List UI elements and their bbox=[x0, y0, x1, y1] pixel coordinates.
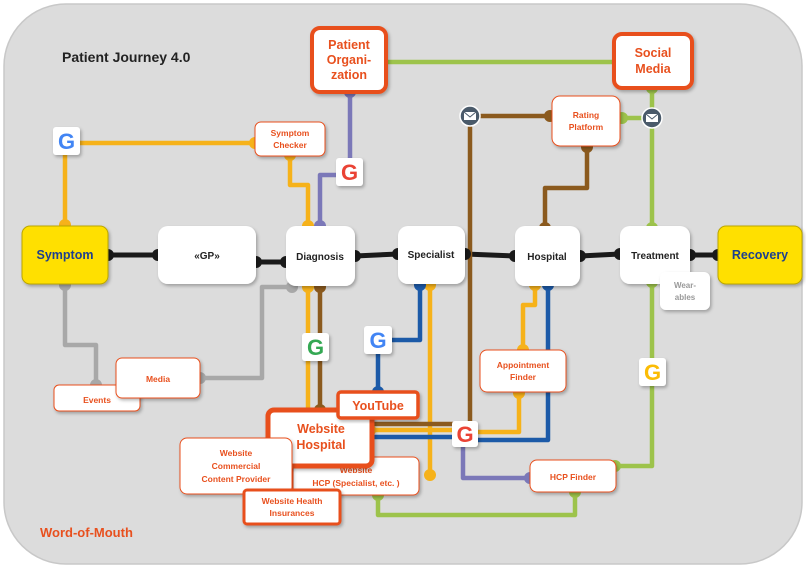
hcp-finder-box[interactable]: HCP Finder bbox=[529, 459, 617, 493]
specialist-node[interactable]: Specialist bbox=[398, 226, 465, 284]
media-gray-line bbox=[197, 284, 295, 381]
wearables-line1: Wear- bbox=[674, 281, 696, 290]
hospital-label: Hospital bbox=[527, 252, 567, 263]
google-icon[interactable]: G bbox=[53, 127, 80, 155]
connection-lines bbox=[62, 59, 721, 518]
channel-nodes: Patient Organi- zation Social Media Symp… bbox=[53, 26, 710, 526]
main-journey-line bbox=[105, 251, 721, 265]
media-label: Media bbox=[146, 374, 170, 384]
email-icon[interactable] bbox=[459, 105, 481, 127]
social-media-box[interactable]: Social Media bbox=[612, 32, 694, 90]
svg-text:G: G bbox=[644, 360, 661, 385]
youtube-label: YouTube bbox=[352, 399, 404, 413]
diagnosis-label: Diagnosis bbox=[296, 252, 344, 263]
youtube-box[interactable]: YouTube bbox=[336, 390, 420, 420]
social-media-line2: Media bbox=[635, 62, 671, 76]
rating-platform-line1: Rating bbox=[573, 110, 599, 120]
symptom-checker-box[interactable]: Symptom Checker bbox=[254, 121, 326, 157]
social-media-line1: Social bbox=[635, 46, 672, 60]
hcp-finder-purple-line bbox=[460, 442, 533, 481]
appointment-finder-yellow-line bbox=[520, 282, 538, 353]
website-commercial-box[interactable]: Website Commercial Content Provider bbox=[179, 437, 293, 495]
recovery-label: Recovery bbox=[732, 248, 788, 262]
recovery-node[interactable]: Recovery bbox=[717, 225, 803, 285]
email-icons bbox=[459, 105, 663, 129]
website-hospital-line2: Hospital bbox=[296, 438, 345, 452]
website-commercial-line1: Website bbox=[220, 448, 253, 458]
media-box[interactable]: Media bbox=[115, 357, 201, 399]
gp-node[interactable]: «GP» bbox=[158, 226, 256, 284]
website-health-insurances-box[interactable]: Website Health Insurances bbox=[242, 488, 342, 526]
appointment-finder-box[interactable]: Appointment Finder bbox=[479, 349, 567, 393]
wearables-line2: ables bbox=[675, 293, 696, 302]
google-icon[interactable]: G bbox=[452, 421, 478, 447]
hospital-node[interactable]: Hospital bbox=[515, 226, 580, 286]
website-hcp-line1: Website bbox=[340, 465, 373, 475]
svg-text:G: G bbox=[456, 422, 473, 447]
hcp-finder-label: HCP Finder bbox=[550, 472, 597, 482]
symptom-checker-line1: Symptom bbox=[271, 128, 310, 138]
treatment-label: Treatment bbox=[631, 251, 679, 262]
website-commercial-line2: Commercial bbox=[212, 461, 261, 471]
journey-nodes: Symptom «GP» Diagnosis Specialist Hospit… bbox=[21, 225, 803, 286]
diagnosis-node[interactable]: Diagnosis bbox=[286, 226, 355, 286]
website-health-line1: Website Health bbox=[262, 496, 323, 506]
svg-text:G: G bbox=[369, 328, 386, 353]
diagnosis-purple-line bbox=[317, 172, 341, 229]
google-icon[interactable]: G bbox=[364, 326, 392, 354]
hospital-rating-brown-line bbox=[542, 144, 590, 231]
patient-org-line3: zation bbox=[331, 68, 367, 82]
symptom-checker-line2: Checker bbox=[273, 140, 307, 150]
patient-organization-box[interactable]: Patient Organi- zation bbox=[310, 26, 388, 94]
patient-org-line1: Patient bbox=[328, 38, 371, 52]
website-health-line2: Insurances bbox=[270, 508, 315, 518]
svg-text:G: G bbox=[58, 129, 75, 154]
google-icons: G G G G G G bbox=[53, 127, 666, 447]
diagram-title: Patient Journey 4.0 bbox=[62, 49, 191, 65]
appointment-finder-line2: Finder bbox=[510, 372, 537, 382]
svg-text:G: G bbox=[307, 335, 324, 360]
events-label: Events bbox=[83, 395, 111, 405]
symptom-label: Symptom bbox=[37, 248, 94, 262]
website-commercial-line3: Content Provider bbox=[202, 474, 272, 484]
appointment-google-yellow-line bbox=[472, 390, 522, 435]
wearables-green-line bbox=[612, 279, 655, 469]
symptom-checker-yellow-line bbox=[287, 152, 311, 229]
symptom-node[interactable]: Symptom bbox=[21, 225, 109, 285]
google-icon[interactable]: G bbox=[639, 358, 666, 386]
appointment-finder-line1: Appointment bbox=[497, 360, 550, 370]
rating-platform-line2: Platform bbox=[569, 122, 604, 132]
events-gray-line bbox=[62, 282, 99, 388]
word-of-mouth-label: Word-of-Mouth bbox=[40, 525, 133, 540]
patient-org-line2: Organi- bbox=[327, 53, 371, 67]
gp-label: «GP» bbox=[194, 251, 220, 262]
google-icon[interactable]: G bbox=[302, 333, 329, 361]
website-hcp-line2: HCP (Specialist, etc. ) bbox=[312, 478, 399, 488]
website-hospital-line1: Website bbox=[297, 422, 345, 436]
hospital-blue-line bbox=[473, 282, 551, 443]
svg-text:G: G bbox=[341, 160, 358, 185]
treatment-node[interactable]: Treatment bbox=[620, 226, 690, 284]
dot bbox=[424, 469, 436, 481]
email-icon[interactable] bbox=[641, 107, 663, 129]
rating-platform-box[interactable]: Rating Platform bbox=[551, 95, 621, 147]
specialist-label: Specialist bbox=[408, 250, 455, 261]
wearables-box[interactable]: Wear- ables bbox=[660, 272, 710, 310]
website-hcp-green-line bbox=[375, 489, 578, 518]
specialist-blue-line bbox=[389, 282, 423, 343]
google-icon[interactable]: G bbox=[336, 158, 363, 186]
